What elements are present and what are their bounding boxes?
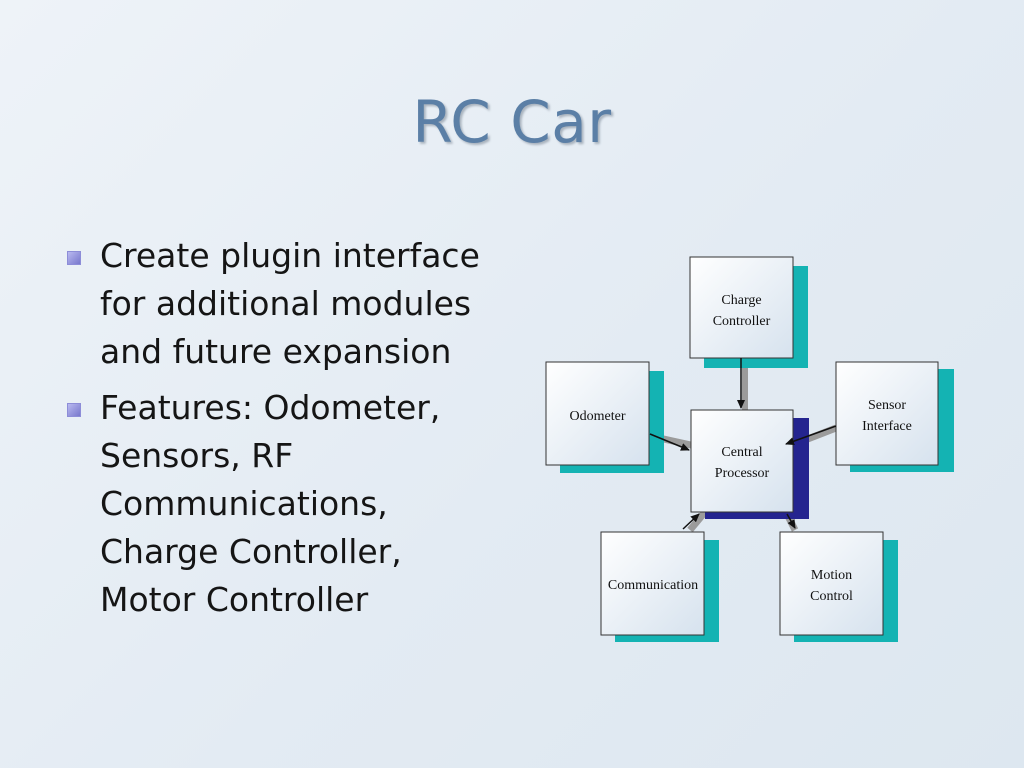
node-communication: Communication <box>600 531 719 642</box>
square-bullet-icon <box>67 251 81 265</box>
connector-communication <box>687 509 708 533</box>
node-label-line1: Motion <box>811 568 852 583</box>
node-box <box>835 361 939 466</box>
node-box <box>689 256 794 359</box>
arrow-odometer-to-central <box>649 433 690 451</box>
node-shadow <box>560 371 664 473</box>
node-label-line1: Central <box>721 445 762 460</box>
connector-sensor <box>798 424 838 446</box>
node-shadow <box>705 418 809 519</box>
bullet-list: Create plugin interface for additional m… <box>62 232 482 632</box>
node-label-line1: Sensor <box>868 398 906 413</box>
arrow-communication-to-central <box>682 513 700 530</box>
node-odometer: Odometer <box>545 361 664 473</box>
node-box <box>545 361 650 466</box>
node-label-line2: Control <box>810 589 853 604</box>
bullet-text: Create plugin interface for additional m… <box>100 236 480 371</box>
node-box <box>690 409 794 513</box>
node-label-line2: Processor <box>715 466 770 481</box>
node-sensor-interface: Sensor Interface <box>835 361 954 472</box>
node-box <box>779 531 884 636</box>
connector-motion <box>782 510 799 532</box>
slide-title: RC Car <box>412 88 612 156</box>
arrow-central-to-motion <box>786 513 796 529</box>
connector-odometer <box>649 432 701 451</box>
node-shadow <box>850 369 954 472</box>
node-box <box>600 531 705 636</box>
node-charge-controller: Charge Controller <box>689 256 808 368</box>
node-shadow <box>794 540 898 642</box>
node-label-line2: Controller <box>713 314 771 329</box>
square-bullet-icon <box>67 403 81 417</box>
node-label-line2: Interface <box>862 419 912 434</box>
node-label-line1: Charge <box>721 293 761 308</box>
bullet-text: Features: Odometer, Sensors, RF Communic… <box>100 388 441 619</box>
connector-group <box>649 360 838 533</box>
node-shadow <box>704 266 808 368</box>
node-central-processor: Central Processor <box>690 409 809 519</box>
node-label-line1: Odometer <box>570 409 626 424</box>
bullet-item: Create plugin interface for additional m… <box>62 232 482 376</box>
node-motion-control: Motion Control <box>779 531 898 642</box>
node-label-line1: Communication <box>608 578 698 593</box>
arrow-group <box>649 358 837 530</box>
arrow-sensor-to-central <box>785 425 837 446</box>
node-shadow <box>615 540 719 642</box>
bullet-item: Features: Odometer, Sensors, RF Communic… <box>62 384 482 624</box>
